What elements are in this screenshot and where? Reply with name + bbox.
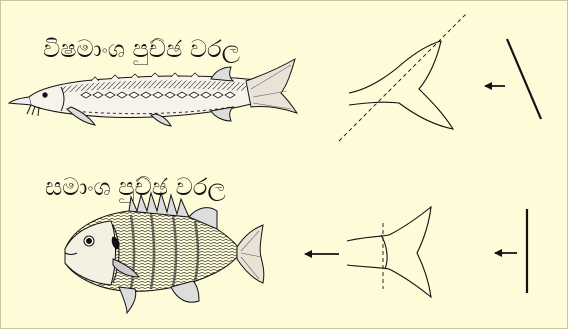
sunfish-illustration: [65, 193, 264, 313]
homocercal-tail-diagram: [305, 207, 527, 297]
heterocercal-tail-diagram: [339, 13, 541, 141]
heterocercal-force-line: [507, 39, 541, 119]
sturgeon-illustration: [9, 59, 297, 126]
